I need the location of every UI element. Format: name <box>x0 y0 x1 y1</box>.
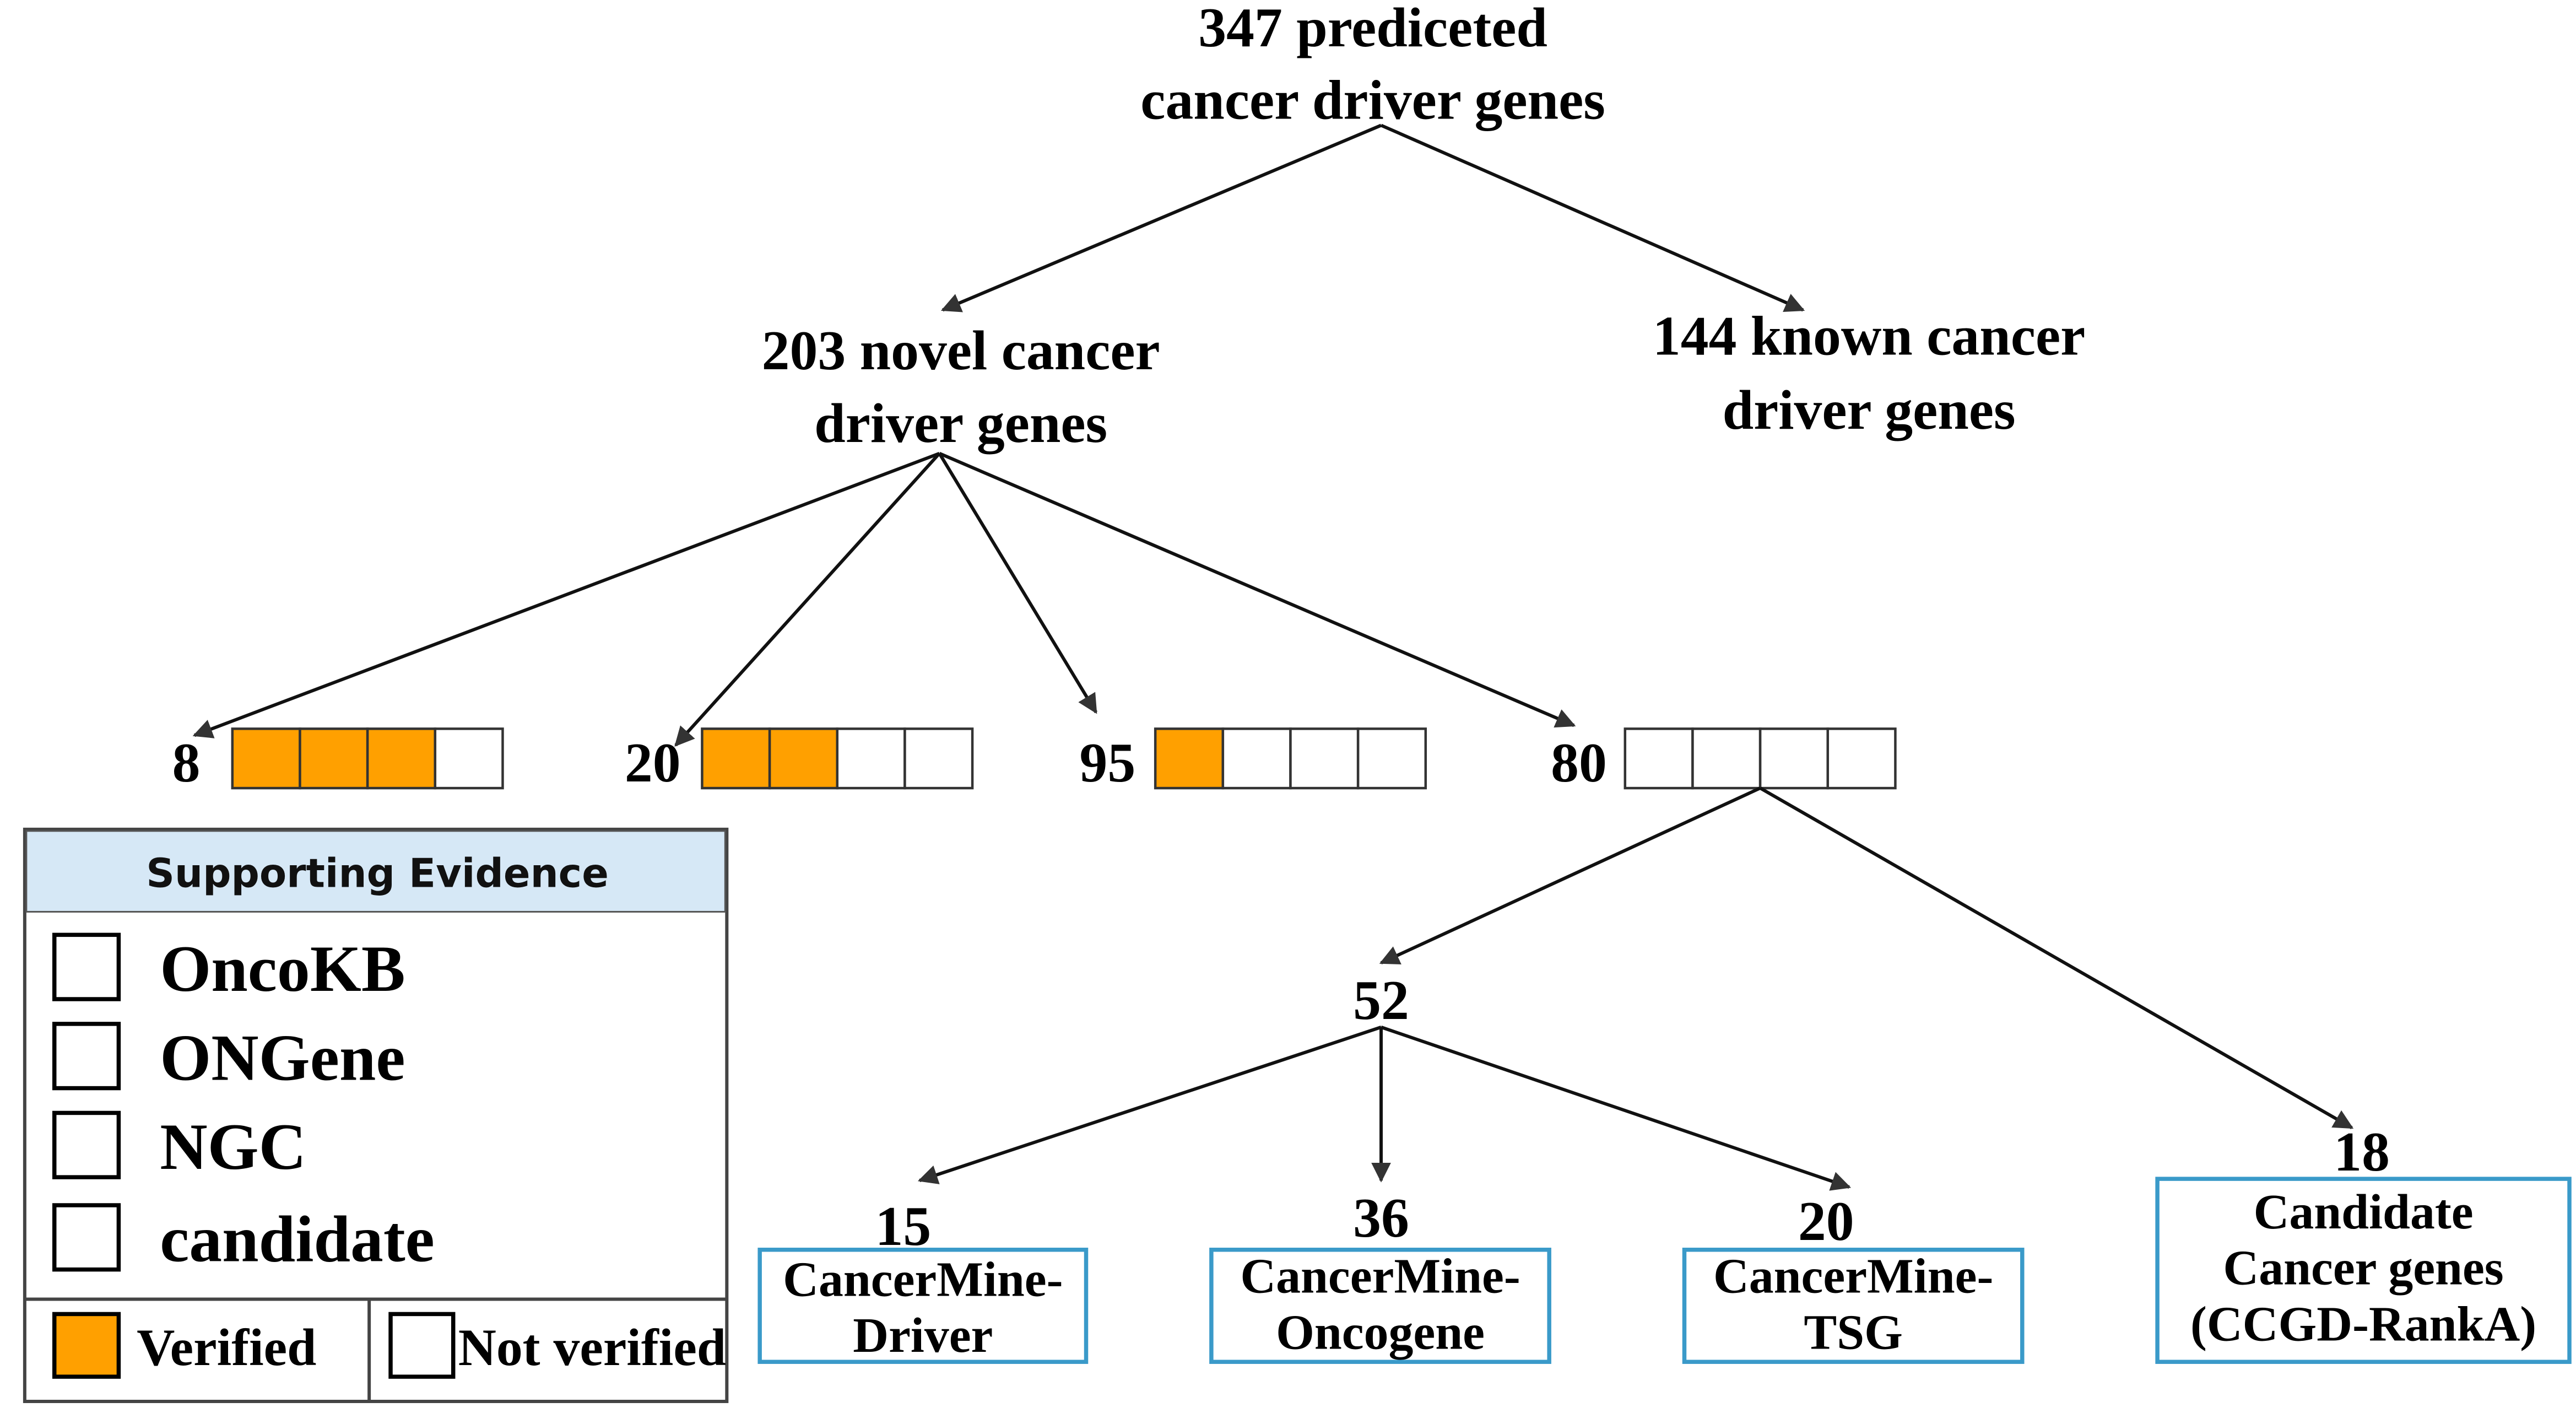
verified-cell <box>701 727 771 790</box>
not-verified-cell <box>1623 727 1694 790</box>
legend-swatch-ongene <box>52 1022 121 1091</box>
leaf-count: 20 <box>1798 1190 1854 1253</box>
leaf-label-line: (CCGD-RankA) <box>2190 1297 2536 1351</box>
leaf-count: 36 <box>1353 1187 1409 1249</box>
group-count: 80 <box>1551 732 1607 794</box>
leaf-box <box>1682 1248 2025 1364</box>
known-label-line1: 144 known cancer <box>1653 305 2085 367</box>
not-verified-cell <box>1758 727 1830 790</box>
leaf-label-line: Cancer genes <box>2223 1241 2503 1296</box>
verified-cell <box>1154 727 1225 790</box>
group-count: 8 <box>172 732 201 794</box>
not-verified-cell <box>1289 727 1360 790</box>
legend-item-label: ONGene <box>160 1021 405 1094</box>
leaf-box <box>757 1248 1089 1364</box>
arrow-root-novel <box>940 123 1382 312</box>
arrow-80-52 <box>1379 786 1761 964</box>
novel-label-line1: 203 novel cancer <box>762 320 1160 382</box>
arrow-80-18 <box>1759 786 2354 1129</box>
evidence-group: 20 <box>625 727 974 794</box>
verified-swatch <box>52 1312 121 1379</box>
evidence-group: 8 <box>172 727 504 794</box>
arrow-novel-group1 <box>192 451 940 738</box>
not-verified-cell <box>903 727 974 790</box>
leaf-count: 18 <box>2334 1121 2390 1183</box>
verified-cell <box>231 727 301 790</box>
leaf-label-line: TSG <box>1804 1305 1903 1360</box>
group-count: 20 <box>625 732 681 794</box>
group-count: 95 <box>1080 732 1136 794</box>
legend-header <box>25 830 726 913</box>
legend-swatch-ngc <box>52 1110 121 1179</box>
leaf-label-line: CancerMine- <box>1240 1249 1520 1304</box>
leaf-label-line: CancerMine- <box>783 1253 1063 1307</box>
not-verified-label: Not verified <box>458 1318 726 1377</box>
root-label-line2: cancer driver genes <box>1140 69 1605 131</box>
leaf-label-line: CancerMine- <box>1713 1249 1993 1304</box>
leaf-label-line: Candidate <box>2254 1185 2474 1239</box>
legend-item-label: NGC <box>160 1110 306 1183</box>
novel-label-line2: driver genes <box>814 392 1107 455</box>
legend-item-label: OncoKB <box>160 932 405 1005</box>
root-label-line1: 347 prediceted <box>1198 0 1547 59</box>
arrow-52-15 <box>917 1026 1382 1184</box>
legend-frame <box>23 827 729 1403</box>
legend-swatch-candidate <box>52 1203 121 1272</box>
verified-label: Verified <box>137 1318 316 1377</box>
leaf-count: 15 <box>875 1195 932 1258</box>
sub-count: 52 <box>1353 969 1409 1032</box>
leaf-label-line: Oncogene <box>1276 1305 1485 1360</box>
leaf-label-line: Driver <box>853 1308 993 1363</box>
known-label-line2: driver genes <box>1723 379 2016 441</box>
verified-cell <box>299 727 369 790</box>
evidence-group: 80 <box>1551 727 1897 794</box>
verified-cell <box>366 727 437 790</box>
not-verified-swatch <box>388 1312 456 1379</box>
not-verified-cell <box>1691 727 1762 790</box>
legend-swatch-oncokb <box>52 932 121 1001</box>
not-verified-cell <box>1826 727 1897 790</box>
not-verified-cell <box>1221 727 1292 790</box>
arrow-novel-group4 <box>939 452 1576 728</box>
arrow-root-known <box>1380 123 1805 312</box>
leaf-box <box>1209 1248 1551 1364</box>
legend-item-label: candidate <box>160 1202 435 1276</box>
arrow-novel-group2 <box>674 452 941 747</box>
verified-cell <box>768 727 839 790</box>
leaf-box <box>2155 1177 2572 1364</box>
arrow-52-20 <box>1381 1026 1852 1191</box>
arrow-novel-group3 <box>938 452 1098 714</box>
not-verified-cell <box>1356 727 1427 790</box>
not-verified-cell <box>836 727 906 790</box>
not-verified-cell <box>434 727 504 790</box>
evidence-group: 95 <box>1080 727 1427 794</box>
legend-title: Supporting Evidence <box>146 850 609 897</box>
